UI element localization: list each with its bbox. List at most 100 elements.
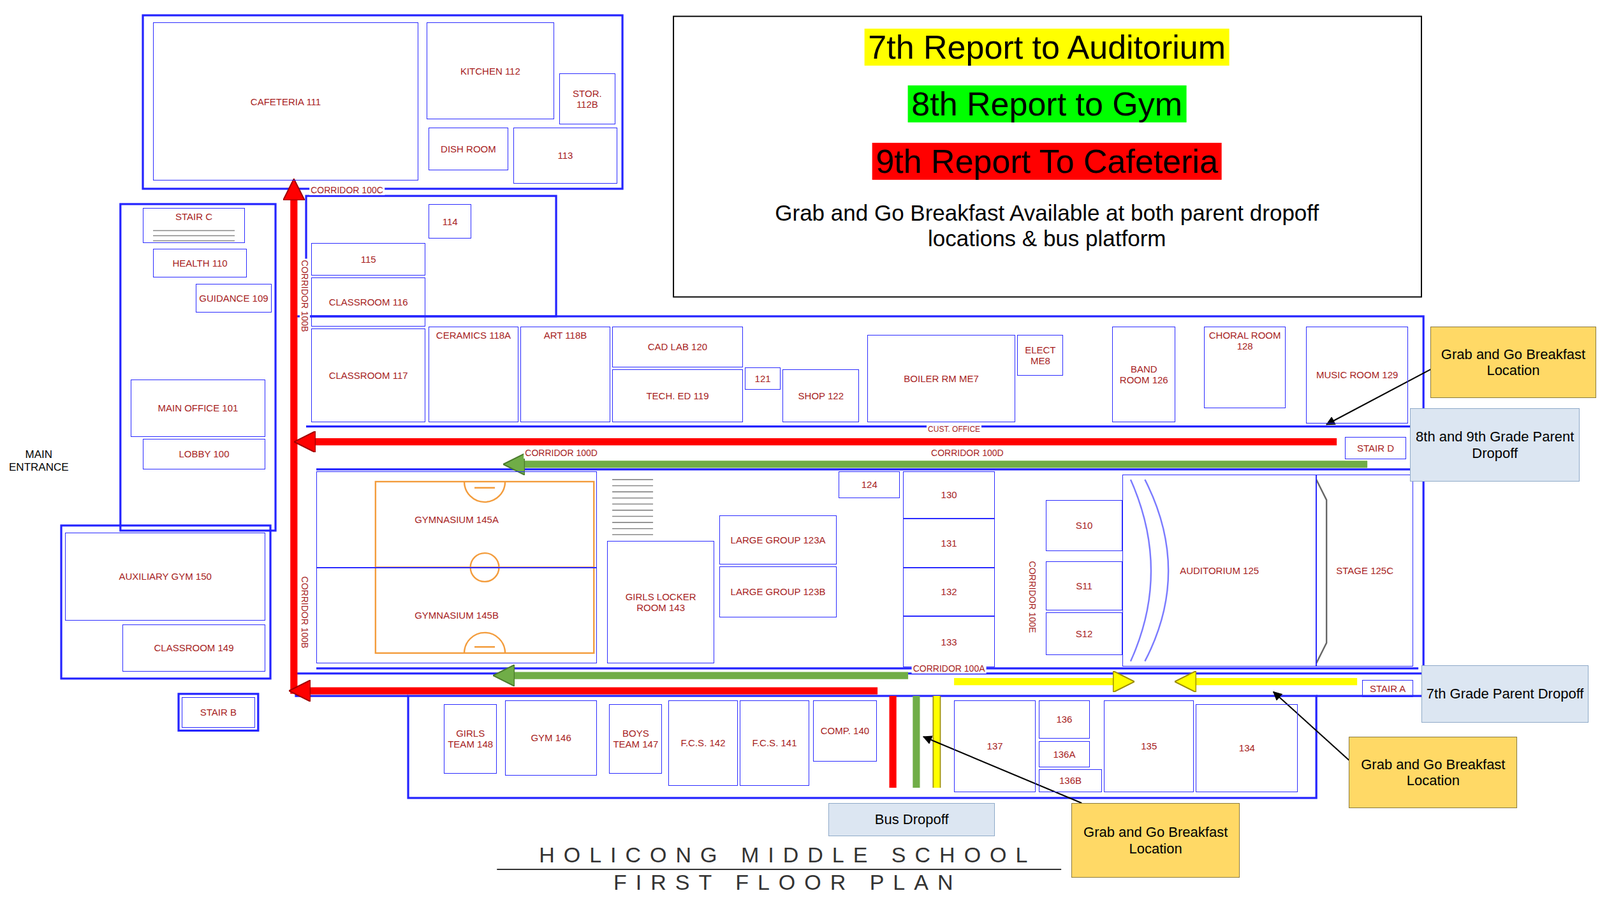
corridor-label: CORRIDOR 100D bbox=[523, 447, 599, 458]
corridor-label: CUST. OFFICE bbox=[926, 425, 982, 435]
room-label: BOILER RM ME7 bbox=[903, 373, 979, 384]
callout-text: Bus Dropoff bbox=[874, 811, 949, 828]
room-label: MUSIC ROOM 129 bbox=[1316, 369, 1398, 381]
room-box: TECH. ED 119 bbox=[612, 369, 743, 423]
room-box: HEALTH 110 bbox=[153, 248, 247, 278]
room-label: F.C.S. 142 bbox=[680, 737, 726, 749]
room-label: 136B bbox=[1059, 774, 1082, 786]
stair-hatch bbox=[153, 230, 235, 242]
room-label: S10 bbox=[1075, 519, 1094, 531]
callout-text: Grab and Go Breakfast Location bbox=[1351, 756, 1514, 789]
callout-box: Grab and Go Breakfast Location bbox=[1071, 802, 1240, 878]
room-label: TECH. ED 119 bbox=[645, 390, 709, 402]
room-box: CLASSROOM 116 bbox=[311, 277, 426, 327]
room-box: GIRLS LOCKER ROOM 143 bbox=[607, 540, 715, 664]
room-box: BOILER RM ME7 bbox=[867, 334, 1016, 423]
corridor-label: CORRIDOR 100B bbox=[299, 258, 310, 334]
room-label: STAIR B bbox=[200, 706, 237, 718]
room-box: CLASSROOM 149 bbox=[122, 624, 266, 672]
room-label: AUDITORIUM 125 bbox=[1179, 565, 1259, 576]
room-box: BAND ROOM 126 bbox=[1112, 326, 1176, 423]
legend-text: 7th Report to Auditorium bbox=[867, 28, 1226, 66]
room-label: KITCHEN 112 bbox=[460, 65, 521, 77]
plan-caption: FIRST FLOOR PLAN bbox=[613, 870, 962, 896]
building-walls bbox=[61, 15, 1424, 798]
room-label: HEALTH 110 bbox=[172, 257, 228, 269]
room-box: F.C.S. 142 bbox=[668, 700, 738, 786]
room-box: 131 bbox=[902, 518, 995, 568]
room-label: 121 bbox=[755, 373, 771, 384]
room-box: GUIDANCE 109 bbox=[195, 283, 272, 313]
room-box: STOR. 112B bbox=[559, 73, 616, 125]
room-label: STOR. 112B bbox=[562, 88, 613, 111]
room-label: BOYS TEAM 147 bbox=[612, 727, 659, 750]
room-label: GIRLS LOCKER ROOM 143 bbox=[610, 591, 712, 614]
wall bbox=[142, 15, 623, 189]
room-label: GIRLS TEAM 148 bbox=[447, 727, 494, 750]
room-box: AUDITORIUM 125 bbox=[1122, 474, 1317, 667]
corridor-label: CORRIDOR 100D bbox=[929, 447, 1006, 458]
room-label: 136 bbox=[1056, 713, 1072, 725]
room-box: GYM 146 bbox=[505, 700, 597, 776]
room-box: STAIR B bbox=[181, 697, 256, 728]
room-label: ELECT ME8 bbox=[1020, 344, 1060, 367]
corridor-label: CORRIDOR 100B bbox=[299, 575, 310, 650]
wall bbox=[295, 316, 1424, 674]
room-label: GUIDANCE 109 bbox=[198, 292, 268, 304]
route-arrow bbox=[306, 686, 878, 694]
route-arrow bbox=[1191, 677, 1358, 685]
room-box: CAD LAB 120 bbox=[612, 326, 743, 368]
room-label: F.C.S. 141 bbox=[751, 737, 797, 749]
room-box: SHOP 122 bbox=[782, 369, 859, 423]
route-arrow bbox=[912, 695, 920, 788]
room-label: GYMNASIUM 145A bbox=[414, 513, 499, 525]
legend-swatch: 8th Report to Gym bbox=[907, 85, 1187, 123]
route-arrow bbox=[510, 671, 909, 679]
stair-hatch bbox=[153, 230, 654, 536]
room-box: GYMNASIUM 145A bbox=[316, 471, 597, 567]
room-box: 132 bbox=[902, 567, 995, 617]
room-box: 124 bbox=[838, 471, 900, 499]
legend-frame bbox=[673, 16, 1422, 298]
callout-text: 8th and 9th Grade Parent Dropoff bbox=[1413, 428, 1577, 462]
room-label: 137 bbox=[987, 740, 1004, 752]
room-label: ART 118B bbox=[543, 329, 588, 341]
room-label: STAIR D bbox=[1357, 442, 1395, 454]
route-arrow bbox=[311, 438, 1337, 446]
leader-line bbox=[1273, 691, 1349, 761]
room-label: S11 bbox=[1075, 580, 1093, 592]
room-label: STAGE 125C bbox=[1335, 565, 1394, 576]
legend-text: 8th Report to Gym bbox=[911, 85, 1183, 123]
room-box: 113 bbox=[513, 127, 618, 184]
room-label: MAIN OFFICE 101 bbox=[157, 402, 238, 414]
room-box: 136B bbox=[1038, 769, 1102, 792]
room-label: 113 bbox=[557, 149, 574, 161]
callout-box: 7th Grade Parent Dropoff bbox=[1421, 665, 1589, 723]
stage-edge bbox=[1316, 479, 1327, 664]
room-label: LARGE GROUP 123A bbox=[730, 534, 826, 546]
room-label: LOBBY 100 bbox=[179, 448, 230, 460]
room-box: CHORAL ROOM 128 bbox=[1203, 326, 1286, 409]
corridor-label: CORRIDOR 100A bbox=[911, 663, 987, 674]
note-text: Grab and Go Breakfast Available at both … bbox=[741, 199, 1354, 252]
entrance-label: MAIN ENTRANCE bbox=[7, 448, 71, 474]
room-box: 134 bbox=[1195, 704, 1298, 793]
room-label: 115 bbox=[360, 253, 377, 265]
room-box: KITCHEN 112 bbox=[426, 22, 555, 120]
title-underline bbox=[496, 868, 1062, 870]
room-label: DISH ROOM bbox=[440, 143, 497, 155]
room-box: ELECT ME8 bbox=[1017, 334, 1064, 376]
wall bbox=[306, 195, 557, 317]
room-box: S11 bbox=[1045, 561, 1123, 611]
room-box: LARGE GROUP 123B bbox=[719, 566, 837, 618]
room-box: 121 bbox=[744, 367, 781, 390]
room-label: S12 bbox=[1075, 628, 1094, 639]
room-label: LARGE GROUP 123B bbox=[730, 586, 826, 597]
room-box: STAGE 125C bbox=[1316, 474, 1414, 667]
stair-hatch bbox=[612, 479, 654, 535]
room-box: CERAMICS 118A bbox=[428, 326, 519, 423]
court-line bbox=[464, 481, 506, 502]
room-label: COMP. 140 bbox=[820, 725, 870, 736]
callout-text: 7th Grade Parent Dropoff bbox=[1426, 685, 1585, 702]
room-label: 130 bbox=[941, 489, 958, 500]
